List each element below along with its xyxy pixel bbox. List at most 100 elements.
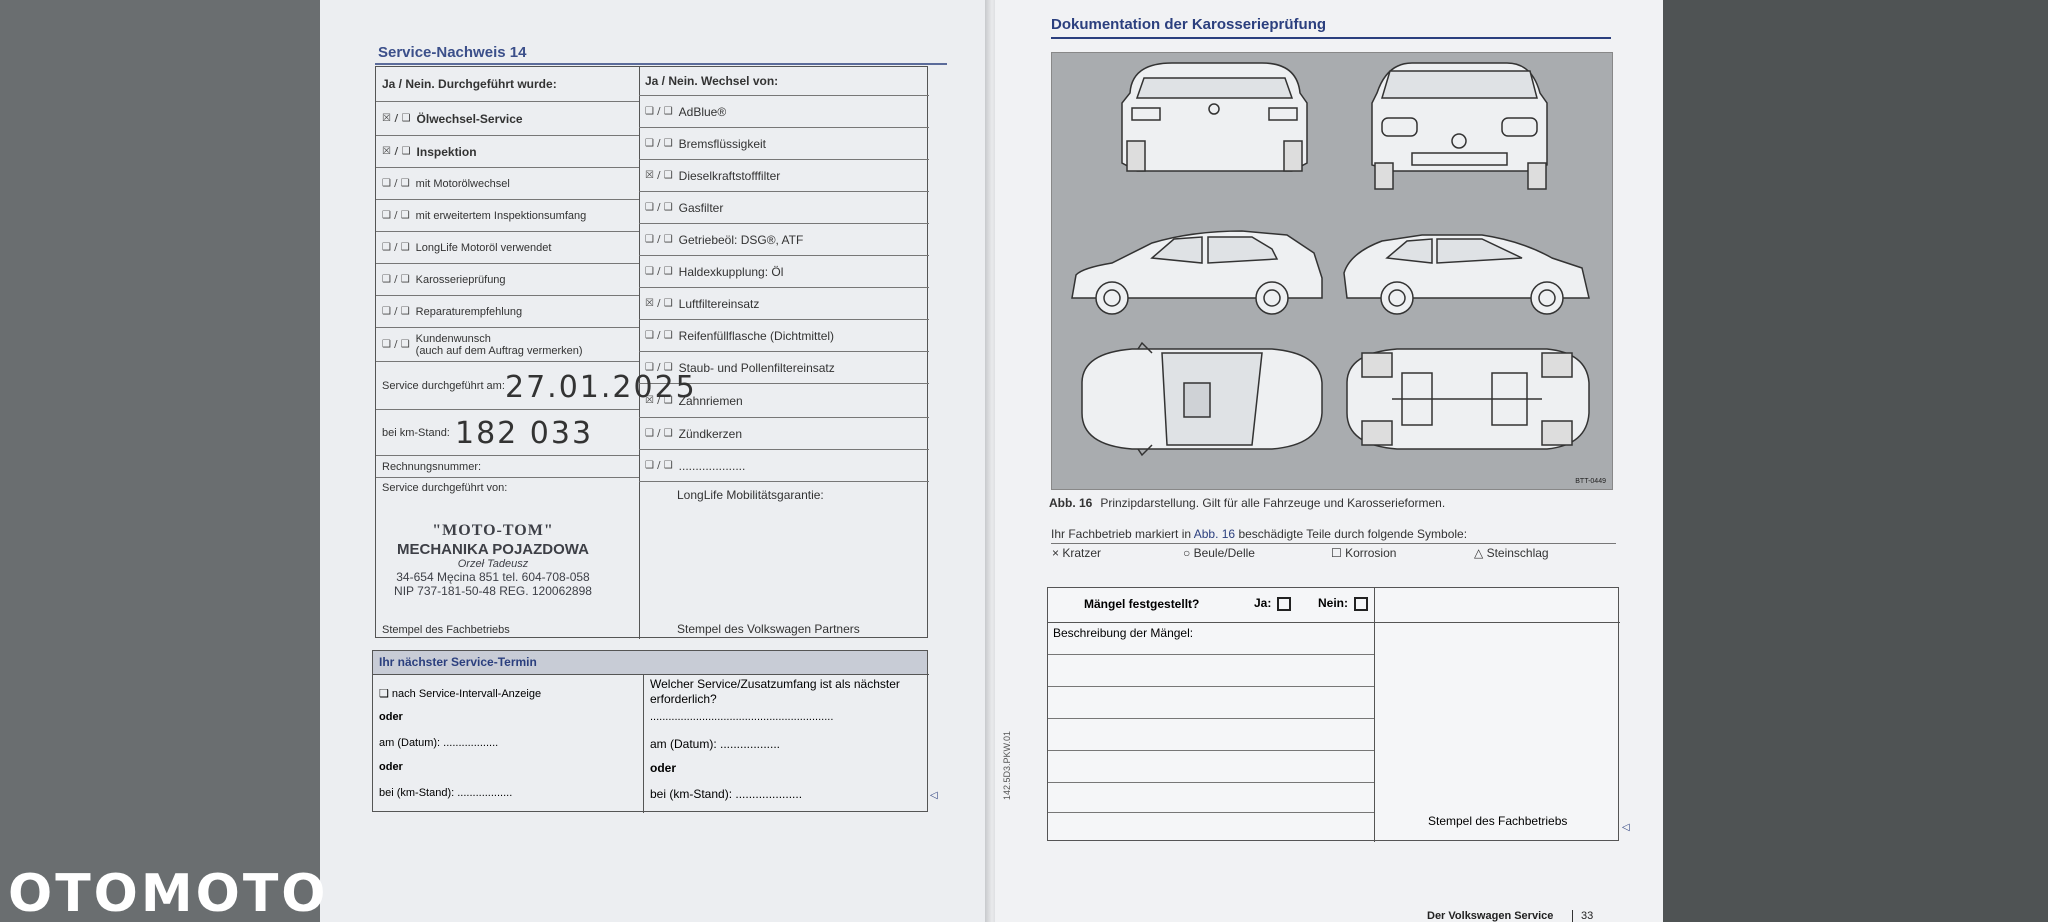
stamp-address: 34-654 Męcina 851 tel. 604-708-058 — [396, 570, 590, 584]
defects-table: Mängel festgestellt? Ja: Nein: Beschreib… — [1047, 587, 1620, 842]
row-label: Reifenfüllflasche (Dichtmittel) — [678, 328, 835, 343]
legend-divider — [1051, 543, 1616, 544]
row-brake-fluid: ❑ / ❑Bremsflüssigkeit — [639, 127, 929, 159]
otomoto-logo: OTOMOTO — [8, 864, 329, 922]
row-longlife-guarantee: LongLife Mobilitätsgarantie: — [639, 481, 929, 639]
checkbox[interactable]: ❑ / ❑ — [645, 202, 673, 213]
row-label: mit erweitertem Inspektionsumfang — [415, 209, 587, 222]
checkbox[interactable]: ❑ / ❑ — [382, 210, 410, 221]
row-invoice: Rechnungsnummer: — [376, 455, 639, 477]
next-date-field[interactable]: am (Datum): .................. — [379, 737, 499, 749]
no-label: Nein: — [1318, 596, 1348, 610]
stamp-registration: NIP 737-181-50-48 REG. 120062898 — [394, 584, 592, 598]
next-km-field[interactable]: bei (km-Stand): .................. — [379, 787, 513, 799]
car-underbody-view — [1346, 348, 1590, 450]
row-label: Reparaturempfehlung — [415, 305, 523, 318]
left-page — [320, 0, 985, 922]
checkbox[interactable]: ❑ / ❑ — [382, 274, 410, 285]
form-code: 142.5D3.PKW.01 — [1002, 730, 1012, 800]
car-front-view — [1371, 62, 1548, 190]
row-label: Luftfiltereinsatz — [678, 296, 760, 311]
row-adblue: ❑ / ❑AdBlue® — [639, 95, 929, 127]
checkbox[interactable]: ❑ / ❑ — [645, 428, 673, 439]
yes-checkbox[interactable] — [1277, 596, 1292, 611]
row-km: bei km-Stand: — [376, 409, 639, 455]
checkbox[interactable]: ❑ / ❑ — [645, 266, 673, 277]
checkbox-checked[interactable]: ☒ / ❑ — [645, 298, 673, 309]
next-service-question: Welcher Service/Zusatzumfang ist als näc… — [650, 677, 900, 706]
description-line — [1048, 782, 1374, 783]
checkbox[interactable]: ❑ / ❑ — [645, 138, 673, 149]
checkbox[interactable]: ❑ / ❑ — [645, 362, 673, 373]
row-label: Zündkerzen — [678, 426, 743, 441]
row-customer-request: ❑ / ❑Kundenwunsch(auch auf dem Auftrag v… — [376, 327, 639, 361]
row-label: Getriebeöl: DSG®, ATF — [678, 232, 804, 247]
row-tyre-sealant: ❑ / ❑ Reifenfüllflasche (Dichtmittel) — [639, 319, 929, 351]
checkbox-checked[interactable]: ☒ / ❑ — [382, 146, 411, 157]
longlife-label: LongLife Mobilitätsgarantie: — [677, 488, 824, 502]
interval-option[interactable]: ❑ nach Service-Intervall-Anzeige — [379, 688, 542, 700]
checkbox[interactable]: ❑ / ❑ — [382, 306, 410, 317]
description-line — [1048, 750, 1374, 751]
next-service-dots[interactable]: ........................................… — [650, 711, 834, 723]
row-extended-inspection: ❑ / ❑ mit erweitertem Inspektionsumfang — [376, 199, 639, 231]
row-inspection: ☒ / ❑Inspektion — [376, 135, 639, 167]
legend-scratch: × Kratzer — [1052, 546, 1102, 560]
next-service-title: Ihr nächster Service-Termin — [373, 651, 927, 674]
or-label: oder — [379, 711, 403, 723]
row-other: ❑ / ❑.................... — [639, 449, 929, 481]
invoice-label: Rechnungsnummer: — [382, 460, 482, 473]
description-line — [1048, 718, 1374, 719]
car-top-view — [1081, 341, 1323, 457]
footer-section-title: Der Volkswagen Service — [1427, 910, 1554, 922]
workshop-stamp-label: Stempel des Fachbetriebs — [382, 624, 510, 636]
row-label: LongLife Motoröl verwendet — [415, 241, 552, 254]
table-header-divider — [1048, 622, 1620, 623]
next-km-field-2[interactable]: bei (km-Stand): .................... — [650, 787, 803, 801]
marking-text-end: beschädigte Teile durch folgende Symbole… — [1238, 527, 1468, 541]
page-title: Dokumentation der Karosserieprüfung — [1051, 16, 1327, 33]
stamp-name: "MOTO-TOM" — [432, 522, 554, 539]
checkbox[interactable]: ❑ / ❑ — [382, 242, 410, 253]
figure-reference-link[interactable]: Abb. 16 — [1193, 527, 1236, 541]
row-timing-belt: ☒ / ❑ Zahnriemen — [639, 383, 929, 417]
checkbox[interactable]: ❑ / ❑ — [645, 330, 673, 341]
car-rear-view — [1121, 62, 1308, 172]
checkbox[interactable]: ❑ / ❑ — [645, 460, 673, 471]
figure-code: BTT-0449 — [1575, 478, 1606, 485]
row-label: Zahnriemen — [678, 393, 743, 408]
next-service-table: Ihr nächster Service-Termin ❑ nach Servi… — [372, 650, 929, 813]
caption-text: Prinzipdarstellung. Gilt für alle Fahrze… — [1100, 496, 1446, 510]
checkbox[interactable]: ❑ / ❑ — [645, 234, 673, 245]
checkbox[interactable]: ❑ / ❑ — [645, 106, 673, 117]
customer-request-note: (auch auf dem Auftrag vermerken) — [415, 344, 583, 357]
or-label: oder — [379, 761, 403, 773]
checkbox-checked[interactable]: ☒ / ❑ — [645, 170, 673, 181]
row-service-date: Service durchgeführt am: — [376, 361, 639, 409]
service-table: Ja / Nein. Durchgeführt wurde: ☒ / ❑Ölwe… — [375, 66, 929, 639]
description-line — [1048, 812, 1374, 813]
row-label: Gasfilter — [678, 200, 724, 215]
description-line — [1048, 654, 1374, 655]
next-service-divider — [373, 674, 929, 675]
checkbox-checked[interactable]: ☒ / ❑ — [382, 113, 411, 124]
row-gas-filter: ❑ / ❑ Gasfilter — [639, 191, 929, 223]
row-label: Ölwechsel-Service — [416, 111, 523, 126]
background-carpet-left — [0, 0, 330, 922]
column-divider — [639, 67, 640, 639]
row-gear-oil: ❑ / ❑ Getriebeöl: DSG®, ATF — [639, 223, 929, 255]
row-haldex-oil: ❑ / ❑Haldexkupplung: Öl — [639, 255, 929, 287]
description-label: Beschreibung der Mängel: — [1053, 626, 1194, 640]
checkbox[interactable]: ❑ / ❑ — [382, 338, 410, 350]
row-label: Staub- und Pollenfiltereinsatz — [678, 360, 835, 375]
next-date-field-2[interactable]: am (Datum): .................. — [650, 737, 781, 751]
checkbox[interactable]: ❑ / ❑ — [382, 178, 410, 189]
row-with-oil-change: ❑ / ❑mit Motorölwechsel — [376, 167, 639, 199]
no-checkbox[interactable] — [1354, 596, 1368, 611]
defects-no: Nein: — [1318, 596, 1368, 611]
row-diesel-filter: ☒ / ❑Dieselkraftstofffilter — [639, 159, 929, 191]
page-number: 33 — [1572, 910, 1593, 922]
checkbox-checked[interactable]: ☒ / ❑ — [645, 395, 673, 406]
handwritten-km: 182 033 — [455, 416, 594, 451]
defects-label: Mängel festgestellt? — [1084, 597, 1200, 611]
